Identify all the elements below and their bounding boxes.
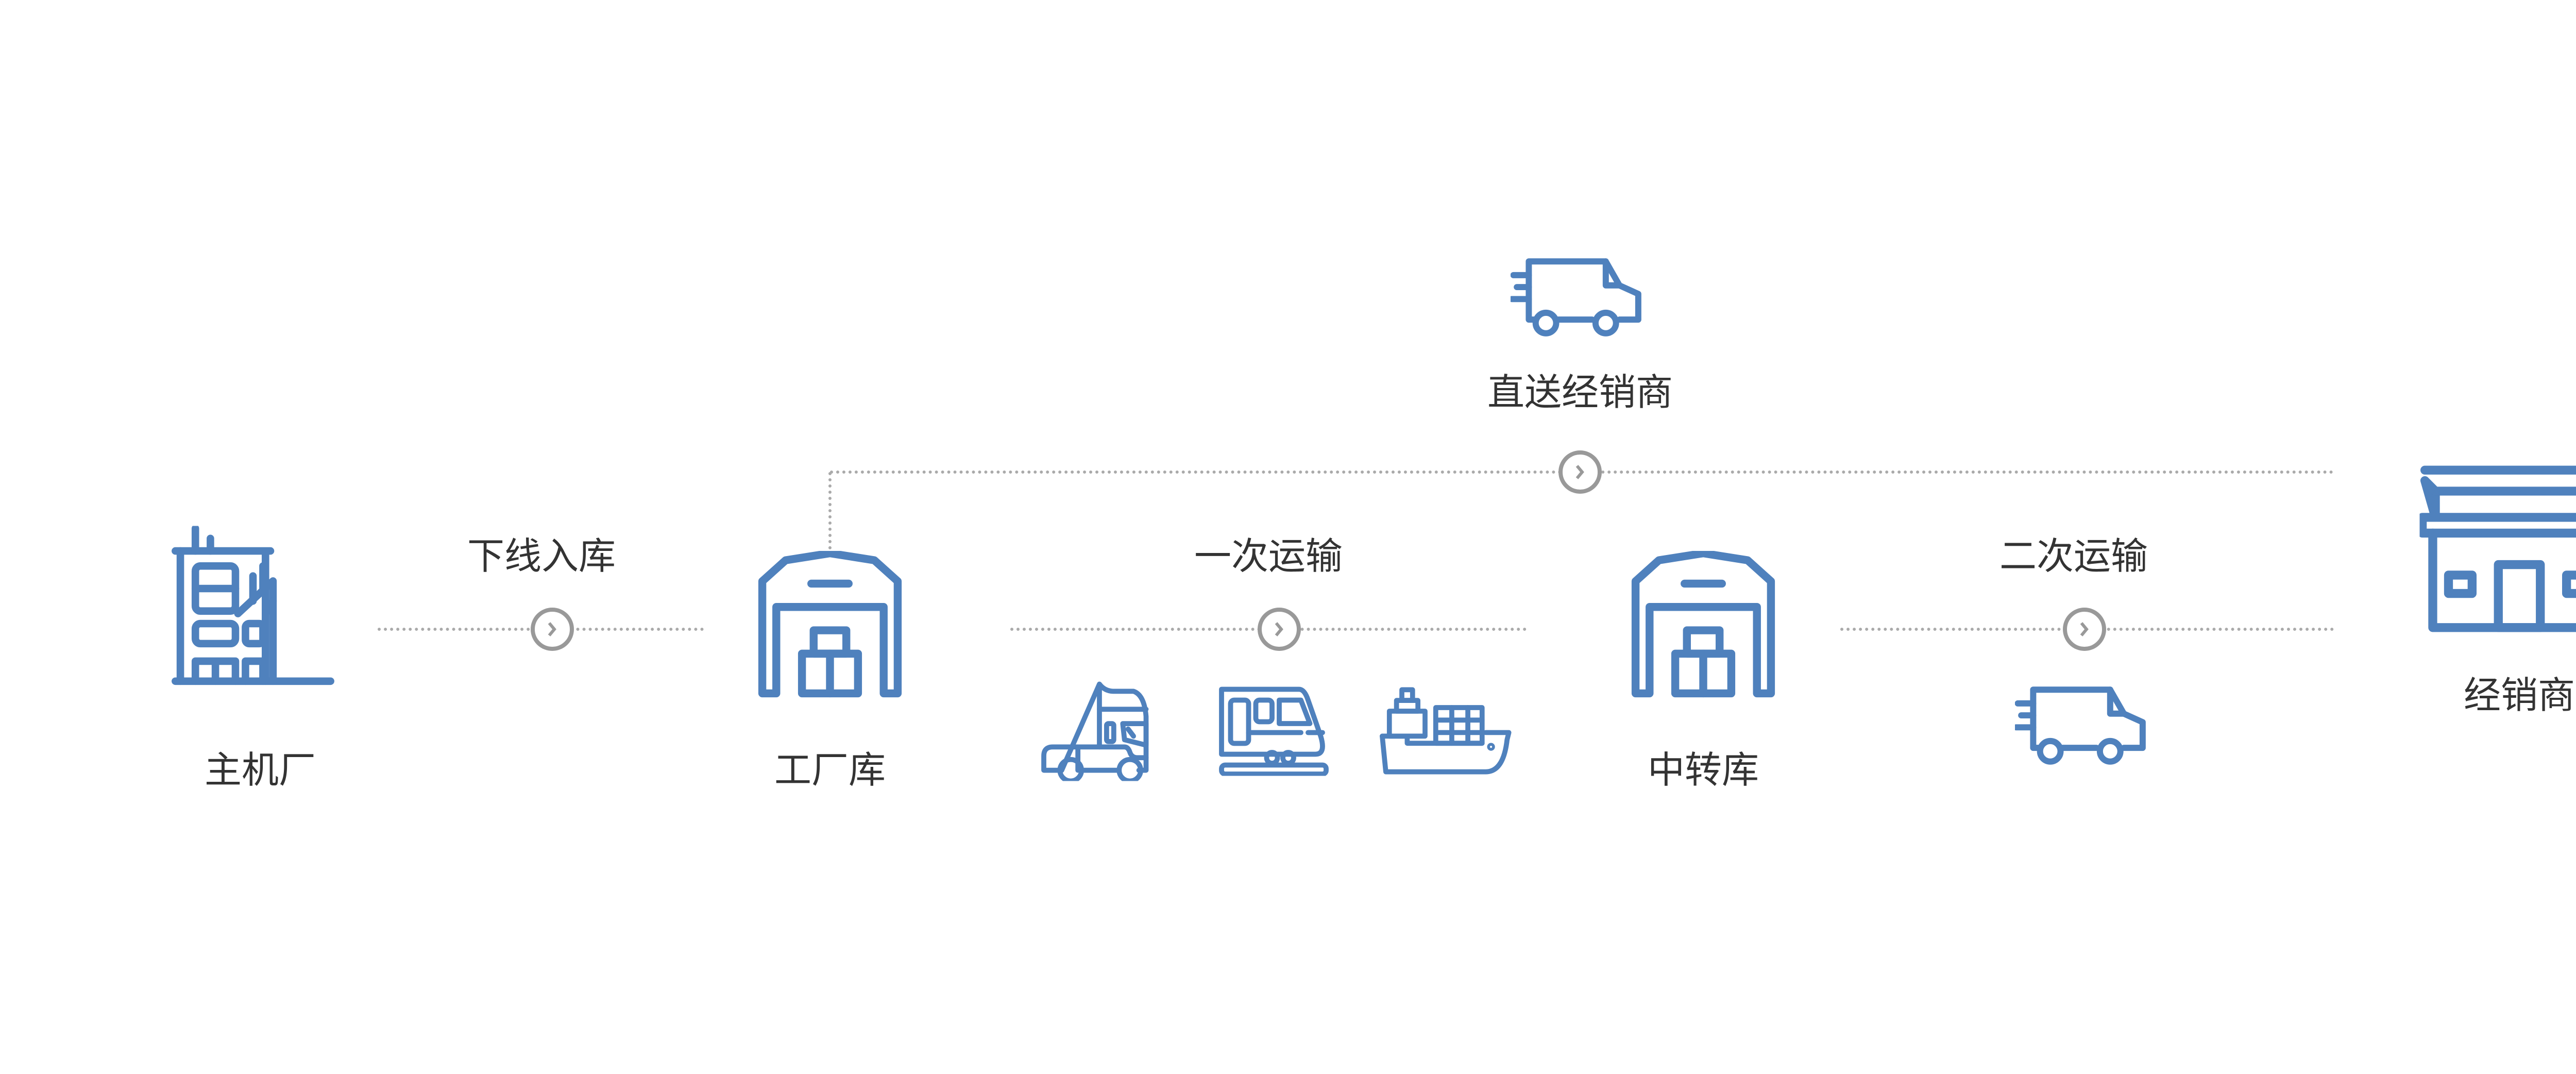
node-label-transit-warehouse: 中转库 (1647, 748, 1759, 792)
delivery-van-icon (1511, 255, 1650, 340)
edge-label-offline: 下线入库 (467, 534, 616, 578)
edge-label-primary: 一次运输 (1194, 534, 1343, 578)
train-icon (1218, 686, 1334, 776)
store-icon (2419, 463, 2576, 634)
arrow-circle-primary (1258, 608, 1301, 651)
edge-label-secondary: 二次运输 (1999, 534, 2148, 578)
arrow-circle-direct (1558, 450, 1602, 494)
arrow-circle-secondary (2063, 608, 2106, 651)
connector-direct-vertical (828, 472, 832, 549)
node-label-oem: 主机厂 (204, 748, 316, 792)
chevron-right-icon (1275, 622, 1283, 636)
delivery-van-icon (2015, 683, 2154, 768)
chevron-right-icon (1575, 465, 1584, 479)
edge-label-direct: 直送经销商 (1487, 371, 1673, 414)
node-label-factory-warehouse: 工厂库 (774, 748, 886, 792)
truck-icon (1038, 681, 1154, 781)
chevron-right-icon (548, 622, 556, 636)
factory-icon (171, 526, 335, 686)
node-label-dealer: 经销商 (2463, 674, 2575, 717)
warehouse-icon (755, 551, 905, 700)
chevron-right-icon (2080, 622, 2089, 636)
warehouse-icon (1629, 551, 1778, 700)
arrow-circle-offline (531, 608, 574, 651)
ship-icon (1379, 686, 1518, 776)
